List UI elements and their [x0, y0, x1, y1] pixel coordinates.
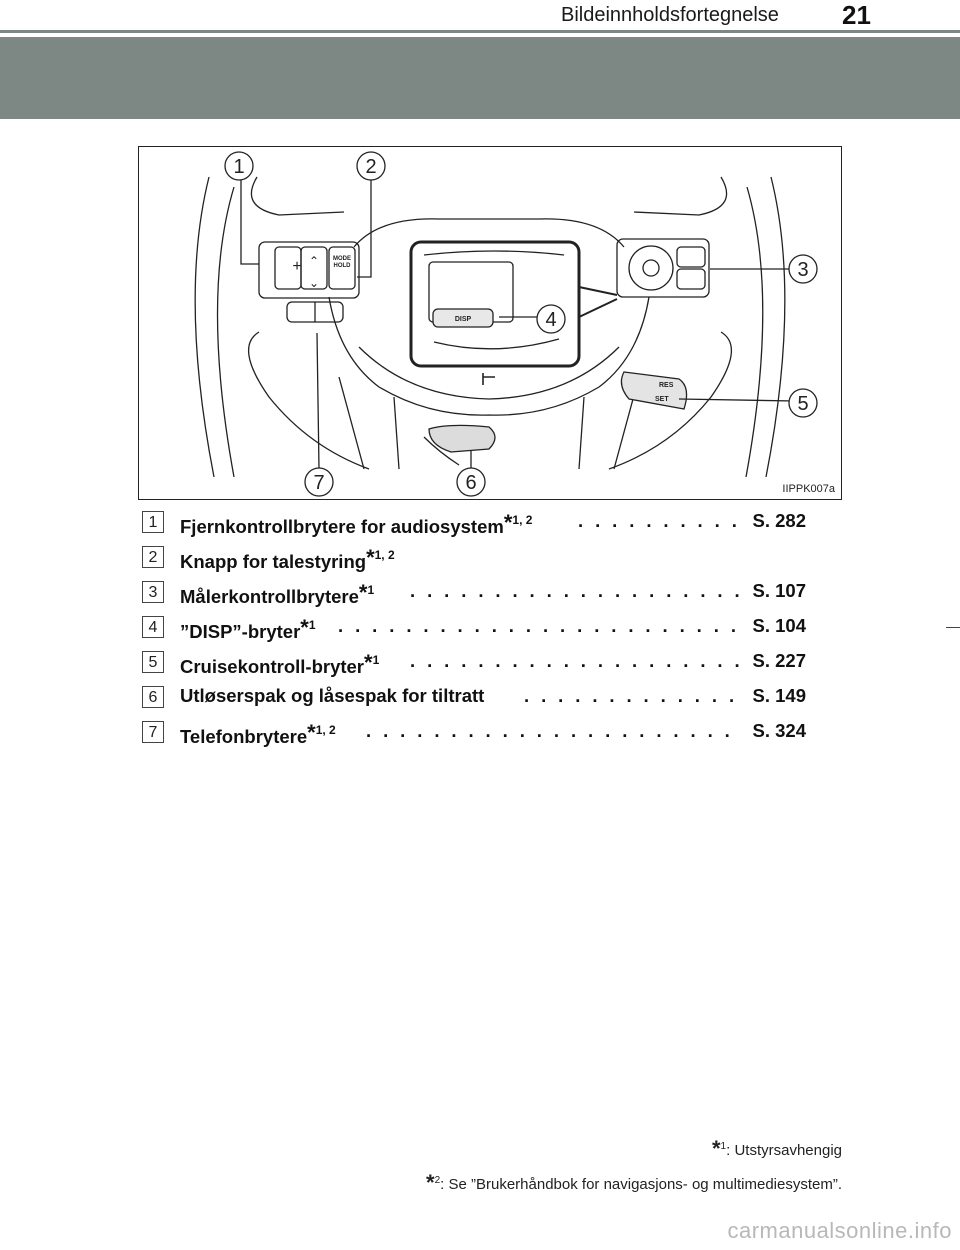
list-item[interactable]: 5 Cruisekontroll-bryter*1 . . . . . . . …	[138, 647, 818, 677]
list-item[interactable]: 6 Utløserspak og låsespak for tiltratt .…	[138, 682, 818, 712]
svg-text:MODE: MODE	[333, 256, 351, 262]
item-number: 5	[142, 651, 164, 673]
list-item[interactable]: 3 Målerkontrollbrytere*1 . . . . . . . .…	[138, 577, 818, 607]
callout-6: 6	[465, 472, 476, 494]
svg-text:+: +	[292, 258, 301, 275]
callout-7: 7	[313, 472, 324, 494]
item-label: Telefonbrytere*1, 2	[180, 720, 336, 747]
item-label: Cruisekontroll-bryter*1	[180, 650, 380, 677]
dot-leader: . . . . . . . . . . . . . . . . . . . . …	[338, 615, 738, 636]
dot-leader: . . . . . . . . . . . . . . . . . . . . …	[410, 580, 740, 601]
steering-wheel-illustration: + ⌃ ⌄ MODE HOLD DISP RES SET 1 2 3 4 5 6…	[194, 151, 818, 497]
page-ref[interactable]: S. 282	[749, 510, 806, 532]
item-number: 4	[142, 616, 164, 638]
svg-text:⌃: ⌃	[309, 254, 319, 268]
item-number: 2	[142, 546, 164, 568]
dot-leader: . . . . . . . . . . . . . . . . . . . . …	[366, 720, 738, 741]
list-item[interactable]: 7 Telefonbrytere*1, 2 . . . . . . . . . …	[138, 717, 818, 747]
steering-wheel-figure: + ⌃ ⌄ MODE HOLD DISP RES SET 1 2 3 4 5 6…	[138, 146, 842, 500]
page-ref[interactable]: S. 324	[749, 720, 806, 742]
page-ref[interactable]: S. 227	[749, 650, 806, 672]
callout-5: 5	[797, 393, 808, 415]
header-rule	[0, 30, 960, 33]
svg-text:HOLD: HOLD	[334, 263, 352, 269]
svg-text:SET: SET	[655, 396, 669, 403]
item-label: Knapp for talestyring*1, 2	[180, 545, 395, 572]
dot-leader: . . . . . . . . . . . . . . . .	[578, 510, 738, 531]
list-item[interactable]: 2 Knapp for talestyring*1, 2	[138, 542, 818, 572]
item-label: Utløserspak og låsespak for tiltratt	[180, 685, 485, 706]
list-item[interactable]: 4 ”DISP”-bryter*1 . . . . . . . . . . . …	[138, 612, 818, 642]
item-label: Fjernkontrollbrytere for audiosystem*1, …	[180, 510, 533, 537]
svg-text:RES: RES	[659, 382, 674, 389]
watermark: carmanualsonline.info	[727, 1218, 952, 1243]
callout-4: 4	[545, 309, 556, 331]
page-ref[interactable]: S. 104	[749, 615, 806, 637]
figure-id: IIPPK007a	[782, 483, 835, 495]
item-label: Målerkontrollbrytere*1	[180, 580, 375, 607]
item-number: 3	[142, 581, 164, 603]
item-number: 1	[142, 511, 164, 533]
footnote-1: *1: Utstyrsavhengig	[711, 1136, 842, 1161]
callout-2: 2	[365, 156, 376, 178]
dot-leader: . . . . . . . . . . . . . . . . . . . . …	[410, 650, 740, 671]
dot-leader: . . . . . . . . . . . . . . . . . . . . …	[524, 685, 738, 706]
callout-1: 1	[233, 156, 244, 178]
callout-3: 3	[797, 259, 808, 281]
page-ref[interactable]: S. 149	[749, 685, 806, 707]
item-number: 6	[142, 686, 164, 708]
page-number: 21	[842, 0, 871, 30]
list-item[interactable]: 1 Fjernkontrollbrytere for audiosystem*1…	[138, 507, 818, 537]
item-number: 7	[142, 721, 164, 743]
page-ref[interactable]: S. 107	[749, 580, 806, 602]
svg-text:⌄: ⌄	[309, 276, 319, 290]
margin-tick	[946, 627, 960, 628]
footnote-2: *2: Se ”Brukerhåndbok for navigasjons- o…	[426, 1170, 842, 1195]
item-label: ”DISP”-bryter*1	[180, 615, 316, 642]
header-title: Bildeinnholdsfortegnelse	[561, 4, 779, 26]
header-band	[0, 37, 960, 119]
svg-text:DISP: DISP	[455, 316, 472, 323]
